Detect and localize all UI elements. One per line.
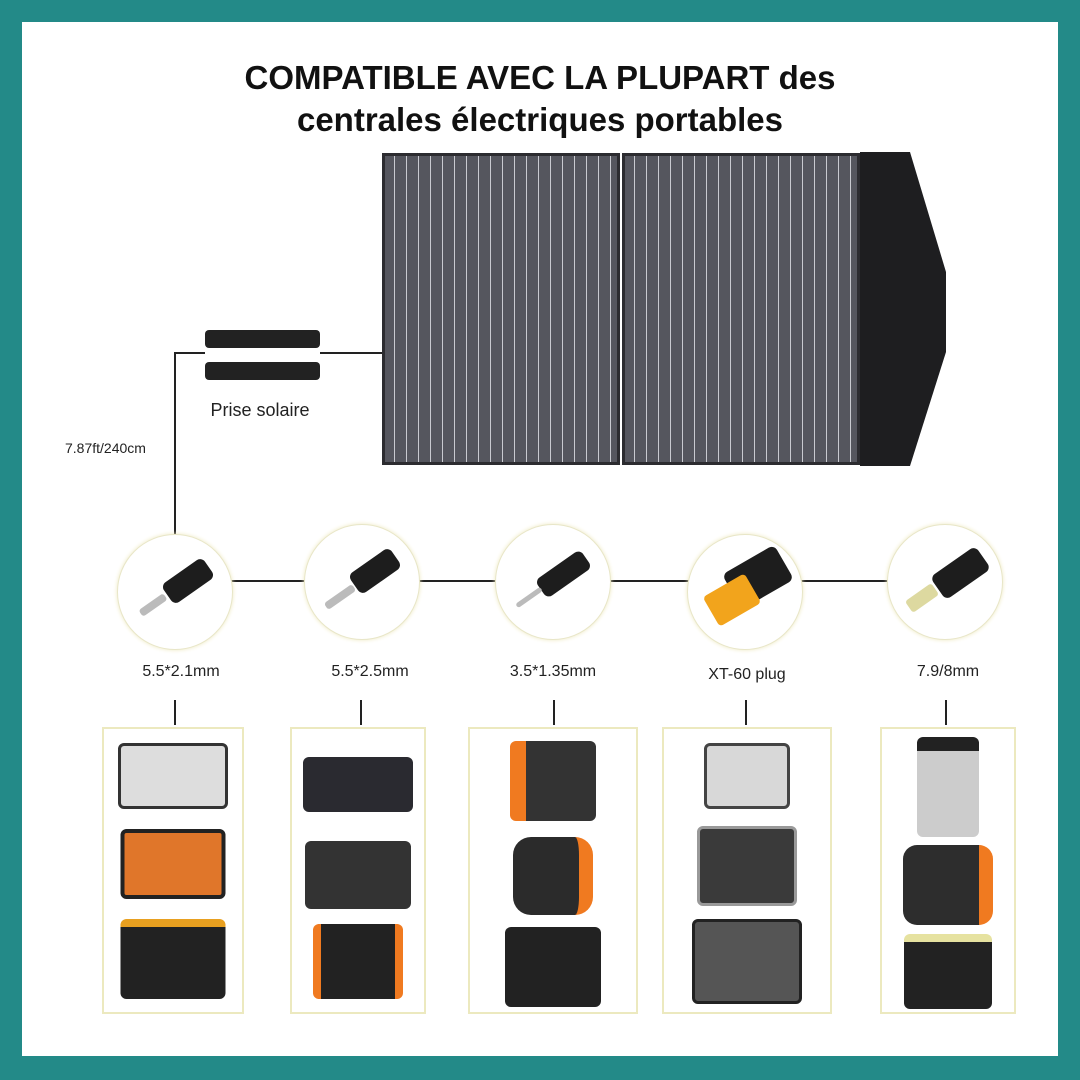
power-station-image xyxy=(704,743,790,809)
connector-line xyxy=(360,700,362,725)
plug-label: 3.5*1.35mm xyxy=(509,663,597,680)
headline-line-1: COMPATIBLE AVEC LA PLUPART des xyxy=(244,59,836,96)
power-station-image xyxy=(120,919,226,999)
power-station-image xyxy=(303,757,413,812)
plug-label: 5.5*2.1mm xyxy=(142,663,220,680)
mc4-connector xyxy=(205,330,320,348)
connector-line xyxy=(553,700,555,725)
plug-5521-circle xyxy=(117,534,233,650)
plug-tip-icon xyxy=(138,593,168,617)
power-station-image xyxy=(305,841,411,909)
power-station-image xyxy=(692,919,802,1004)
power-station-image xyxy=(118,743,228,809)
plug-798-circle xyxy=(887,524,1003,640)
connector-line xyxy=(945,700,947,725)
plug-tip-icon xyxy=(323,583,357,611)
power-station-image xyxy=(903,845,993,925)
plug-label: 5.5*2.5mm xyxy=(331,663,409,680)
cable-length-label: 7.87ft/240cm xyxy=(65,440,146,456)
panel-pouch-flap xyxy=(860,152,946,466)
power-station-image xyxy=(917,737,979,837)
plug-tip-icon xyxy=(904,583,940,613)
plug-5525-circle xyxy=(304,524,420,640)
plug-xt60-circle xyxy=(687,534,803,650)
power-station-image xyxy=(697,826,797,906)
connector-label: Prise solaire xyxy=(210,400,310,420)
mc4-connector xyxy=(205,362,320,380)
connector-line xyxy=(745,700,747,725)
dc-plug-icon xyxy=(347,546,403,596)
device-group-5521 xyxy=(102,727,244,1014)
solar-panel-right xyxy=(622,153,860,465)
power-station-image xyxy=(313,924,403,999)
power-station-image xyxy=(505,927,601,1007)
dc-plug-icon xyxy=(534,549,593,599)
headline-line-2: centrales électriques portables xyxy=(296,101,784,138)
power-station-image xyxy=(513,837,593,915)
plug-35135-circle xyxy=(495,524,611,640)
device-group-xt60 xyxy=(662,727,832,1014)
device-group-35135 xyxy=(468,727,638,1014)
plug-tip-icon xyxy=(515,586,543,609)
plug-label: 7.9/8mm xyxy=(916,663,980,680)
cable xyxy=(174,352,205,354)
connector-line xyxy=(174,700,176,725)
cable xyxy=(174,352,176,537)
dc-plug-icon xyxy=(929,545,992,601)
plug-label: XT-60 plug xyxy=(708,666,786,683)
dc-plug-icon xyxy=(160,556,216,606)
device-group-798 xyxy=(880,727,1016,1014)
device-group-5525 xyxy=(290,727,426,1014)
cable xyxy=(320,352,382,354)
power-station-image xyxy=(120,829,226,899)
power-station-image xyxy=(510,741,596,821)
power-station-image xyxy=(904,934,992,1009)
solar-panel-left xyxy=(382,153,620,465)
